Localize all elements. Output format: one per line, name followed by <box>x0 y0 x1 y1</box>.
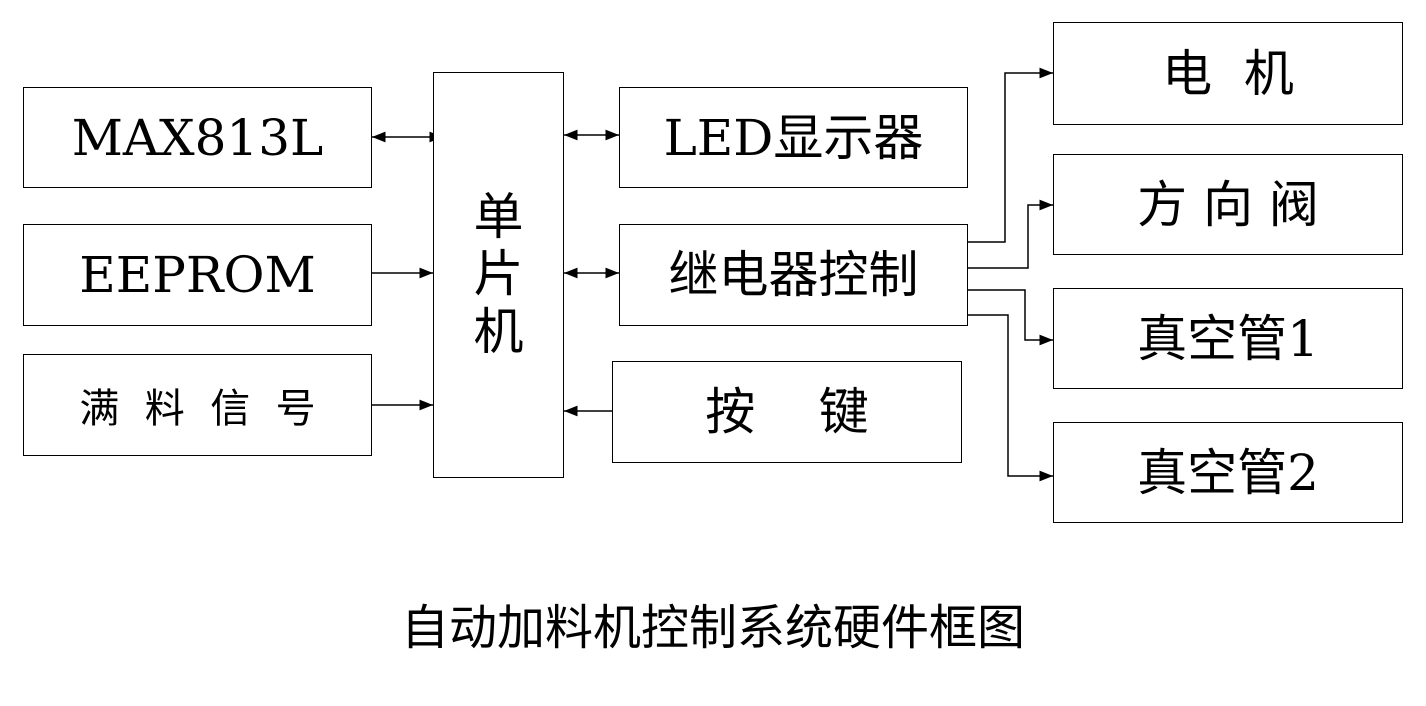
max813l-block: MAX813L <box>23 87 372 188</box>
vacuum-tube-2-label: 真空管2 <box>1137 443 1319 502</box>
mcu-block: 单 片 机 <box>433 72 564 478</box>
wire-relay-motor <box>968 67 1053 243</box>
direction-valve-label: 方 向 阀 <box>1137 175 1319 234</box>
full-signal-block: 满 料 信 号 <box>23 354 372 456</box>
keys-block: 按 键 <box>612 361 962 463</box>
vacuum-tube-2-block: 真空管2 <box>1053 422 1403 523</box>
keys-label: 按 键 <box>705 383 869 441</box>
vacuum-tube-1-label: 真空管1 <box>1137 309 1319 368</box>
relay-control-block: 继电器控制 <box>619 224 968 326</box>
led-display-block: LED显示器 <box>619 87 968 188</box>
wire-relay-vac2 <box>968 314 1053 482</box>
eeprom-label: EEPROM <box>79 246 316 304</box>
wire-relay-valve <box>968 199 1053 269</box>
relay-control-label: 继电器控制 <box>668 246 919 304</box>
motor-label: 电 机 <box>1162 44 1294 103</box>
eeprom-block: EEPROM <box>23 224 372 326</box>
vacuum-tube-1-block: 真空管1 <box>1053 288 1403 389</box>
direction-valve-block: 方 向 阀 <box>1053 154 1403 255</box>
diagram-caption: 自动加料机控制系统硬件框图 <box>400 600 1025 656</box>
max813l-label: MAX813L <box>71 108 324 167</box>
wire-relay-vac1 <box>968 289 1053 346</box>
motor-block: 电 机 <box>1053 22 1403 125</box>
full-signal-label: 满 料 信 号 <box>79 386 316 432</box>
mcu-char-3: 机 <box>473 302 524 361</box>
mcu-label: 单 片 机 <box>473 187 524 362</box>
mcu-char-2: 片 <box>473 245 524 304</box>
mcu-char-1: 单 <box>473 187 524 246</box>
led-display-label: LED显示器 <box>663 108 924 167</box>
